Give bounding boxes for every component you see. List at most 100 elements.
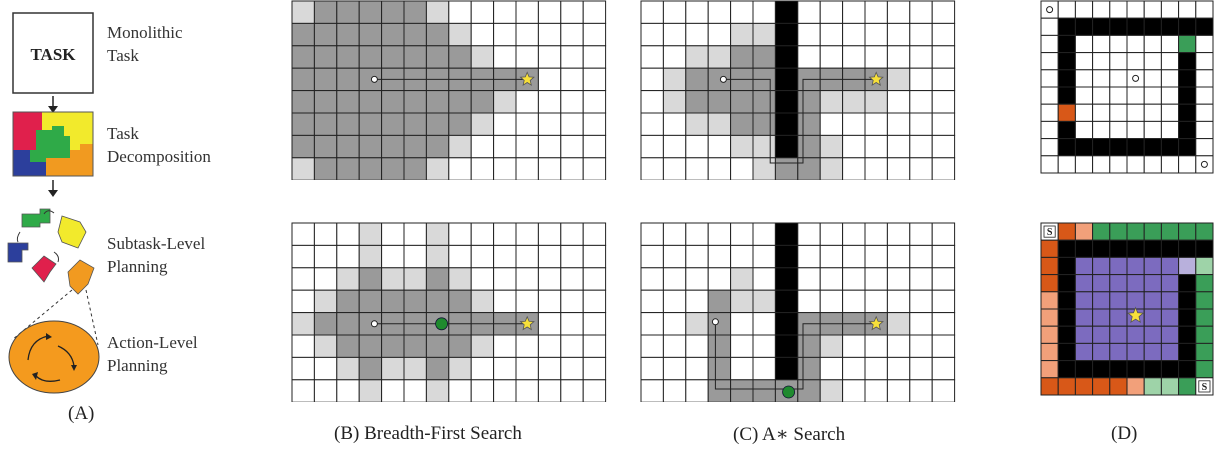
grid-cell xyxy=(537,312,562,336)
grid-cell xyxy=(730,157,754,180)
grid-cell xyxy=(336,267,360,291)
grid-cell xyxy=(1092,377,1111,396)
grid-cell xyxy=(797,134,821,159)
grid-cell xyxy=(470,267,495,291)
grid-cell xyxy=(425,45,450,69)
arrow-head-2 xyxy=(48,190,58,197)
grid-cell xyxy=(730,334,754,358)
grid-cell xyxy=(909,67,933,92)
grid-cell xyxy=(640,22,664,47)
grid-cell xyxy=(640,90,664,114)
grid-cell xyxy=(425,267,450,291)
subtask-pieces-icon xyxy=(7,208,95,295)
grid-cell xyxy=(1143,34,1162,54)
grid-cell xyxy=(470,45,495,69)
grid-cell xyxy=(448,90,472,114)
grid-cell xyxy=(685,222,709,246)
stage-label-line: Subtask-Level xyxy=(107,234,206,253)
grid-cell xyxy=(336,289,360,314)
grid-cell xyxy=(774,267,799,291)
grid-cell xyxy=(842,112,866,136)
grid-cell xyxy=(774,112,799,136)
grid-cell xyxy=(1160,222,1180,241)
maze-grid-top xyxy=(1040,0,1214,174)
grid-cell xyxy=(662,356,687,381)
grid-cell xyxy=(403,0,427,24)
grid-cell xyxy=(1057,34,1076,54)
grid-cell xyxy=(1143,138,1162,157)
grid-cell xyxy=(313,112,338,136)
grid-cell xyxy=(1195,69,1214,88)
grid-cell xyxy=(730,134,754,159)
grid-cell xyxy=(470,22,495,47)
grid-cell xyxy=(1040,86,1059,105)
grid-cell xyxy=(864,356,888,381)
grid-cell xyxy=(909,22,933,47)
grid-cell xyxy=(1195,17,1214,36)
grid-cell xyxy=(1057,342,1076,362)
grid-cell xyxy=(864,0,888,24)
grid-cell xyxy=(358,0,383,24)
grid-cell xyxy=(1074,69,1094,88)
panel-a: TASK xyxy=(0,0,270,446)
grid-cell xyxy=(1143,86,1162,105)
grid-cell xyxy=(1195,120,1214,140)
grid-cell xyxy=(1057,17,1076,36)
grid-cell xyxy=(842,379,866,402)
grid-cell xyxy=(582,90,607,114)
grid-cell xyxy=(1160,86,1180,105)
grid-cell xyxy=(707,22,732,47)
grid-cell xyxy=(1074,360,1094,379)
grid-cell xyxy=(864,22,888,47)
grid-cell xyxy=(515,334,539,358)
grid-cell xyxy=(493,267,517,291)
grid-cell xyxy=(1160,17,1180,36)
grid-cell xyxy=(1178,86,1197,105)
grid-cell xyxy=(730,22,754,47)
grid-cell xyxy=(537,267,562,291)
grid-cell xyxy=(909,289,933,314)
grid-cell xyxy=(537,379,562,402)
grid-cell xyxy=(662,67,687,92)
grid-cell xyxy=(1109,377,1128,396)
grid-cell xyxy=(1074,308,1094,327)
grid-cell xyxy=(358,45,383,69)
grid-cell xyxy=(381,157,405,180)
grid-cell xyxy=(313,312,338,336)
grid-cell xyxy=(931,334,956,358)
grid-cell xyxy=(1178,0,1197,19)
grid-cell xyxy=(730,0,754,24)
caption-d: (D) xyxy=(1111,423,1138,444)
grid-cell xyxy=(886,379,911,402)
grid-cell xyxy=(1040,377,1059,396)
grid-cell xyxy=(842,0,866,24)
grid-cell xyxy=(381,356,405,381)
grid-cell xyxy=(1126,0,1145,19)
grid-cell xyxy=(425,134,450,159)
goal-star-icon xyxy=(519,71,535,86)
grid-cell xyxy=(774,22,799,47)
grid-cell xyxy=(493,157,517,180)
grid-cell xyxy=(291,157,315,180)
grid-cell xyxy=(1109,0,1128,19)
grid-cell xyxy=(1057,222,1076,241)
grid-cell xyxy=(560,356,584,381)
grid-cell xyxy=(1126,86,1145,105)
grid-cell xyxy=(1092,138,1111,157)
grid-cell xyxy=(931,112,956,136)
grid-cell xyxy=(582,312,607,336)
grid-cell xyxy=(1143,222,1162,241)
grid-cell xyxy=(336,379,360,402)
grid-cell xyxy=(1160,239,1180,258)
grid-cell xyxy=(730,222,754,246)
grid-cell xyxy=(1074,52,1094,71)
grid-cell xyxy=(1195,342,1214,362)
task-box xyxy=(12,12,94,94)
grid-cell xyxy=(640,379,664,402)
grid-cell xyxy=(1092,274,1111,293)
grid-cell xyxy=(1057,256,1076,276)
grid-cell xyxy=(1160,360,1180,379)
grid-cell xyxy=(381,379,405,402)
grid-cell xyxy=(931,267,956,291)
grid-cell xyxy=(1040,308,1059,327)
